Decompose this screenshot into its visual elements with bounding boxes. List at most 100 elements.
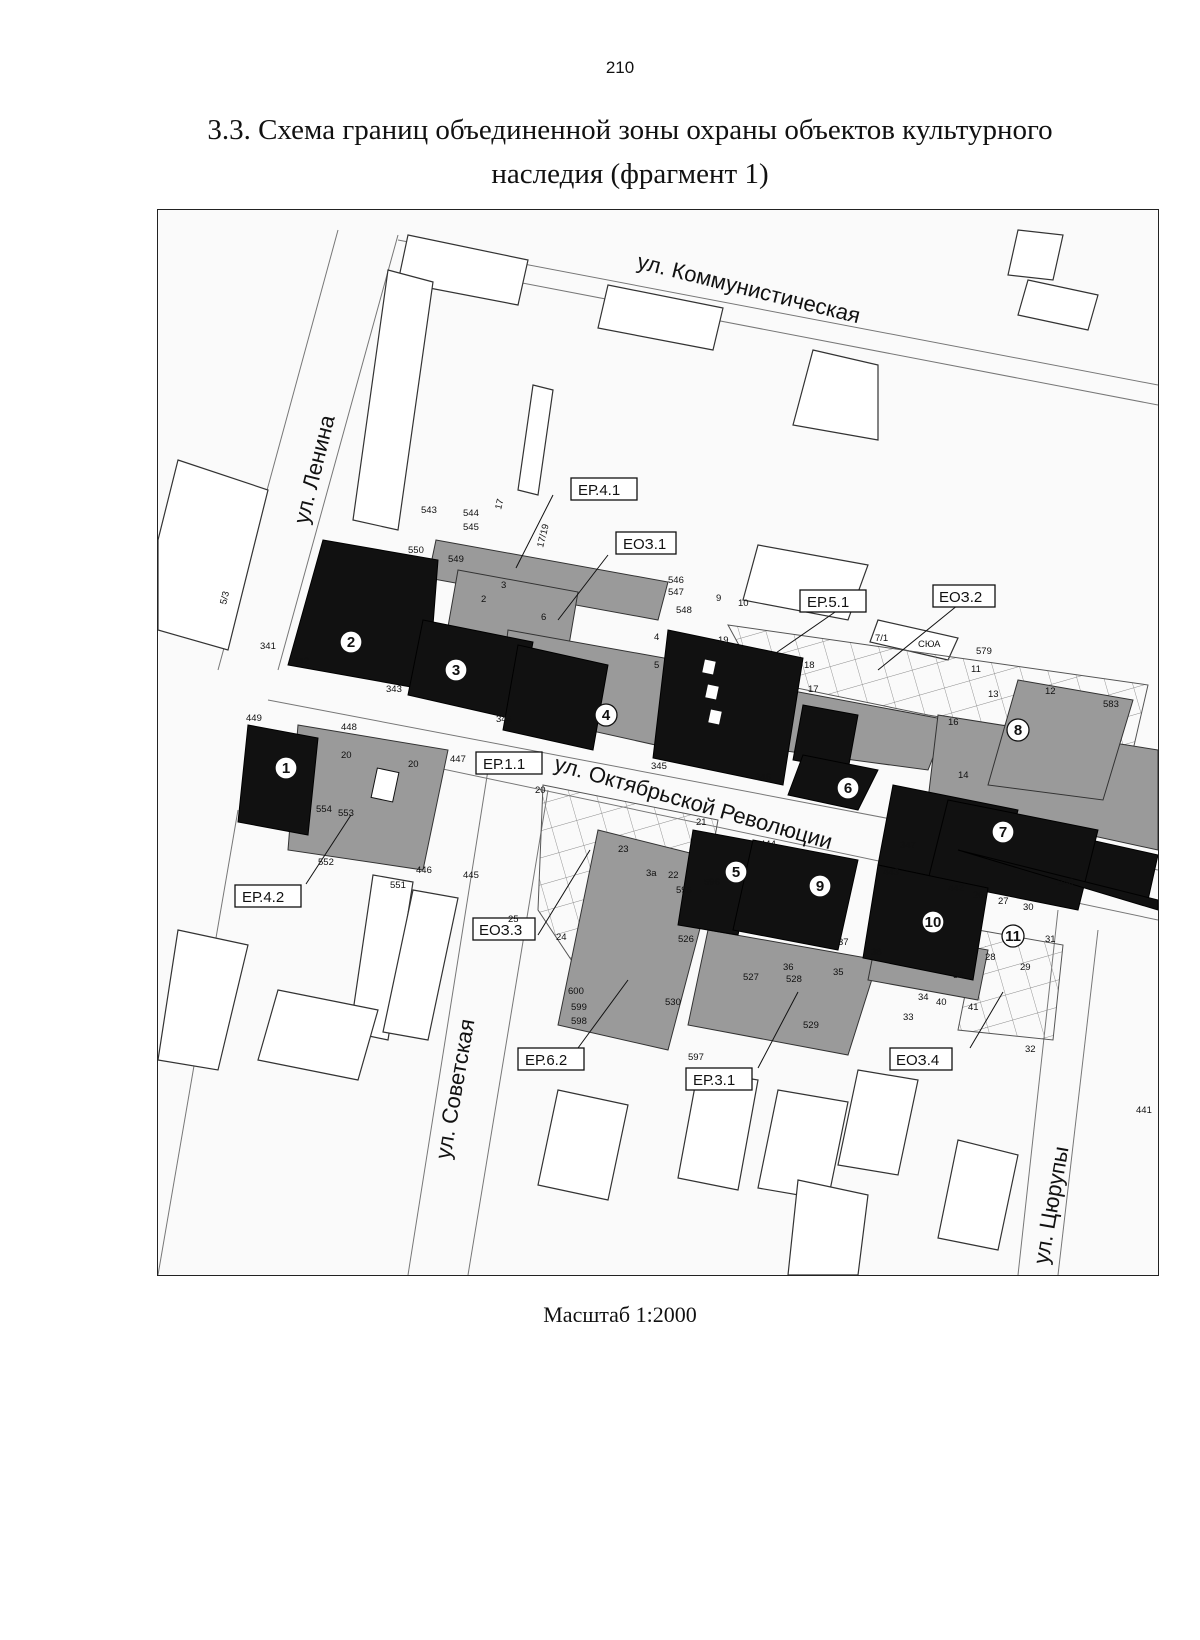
point-label: 596 bbox=[704, 877, 720, 888]
point-label: 19 bbox=[718, 635, 729, 646]
point-label: 38 bbox=[871, 947, 882, 958]
point-label: 12 bbox=[1045, 686, 1056, 697]
point-label: 583 bbox=[1103, 699, 1119, 710]
point-label: 530 bbox=[665, 997, 681, 1008]
building-cutouts bbox=[370, 658, 723, 803]
point-label: 30 bbox=[1023, 902, 1034, 913]
point-label: 552 bbox=[318, 857, 334, 868]
page-number: 210 bbox=[605, 58, 635, 77]
point-label: 549 bbox=[448, 554, 464, 565]
point-label: 597 bbox=[688, 1052, 704, 1063]
point-label: 545 bbox=[463, 522, 479, 533]
object-number: 7 bbox=[999, 824, 1007, 841]
object-number: 9 bbox=[816, 878, 824, 895]
title-line-1: 3.3. Схема границ объединенной зоны охра… bbox=[207, 114, 1053, 146]
object-number: 1 bbox=[282, 760, 290, 777]
point-label: СЮА bbox=[918, 639, 941, 650]
zone-label: ЕОЗ.3 bbox=[479, 922, 522, 939]
point-label: 25 bbox=[508, 914, 519, 925]
point-label: 31 bbox=[1045, 934, 1056, 945]
street-tsyurupy: ул. Цюрупы bbox=[1028, 1144, 1073, 1266]
point-label: 14 bbox=[958, 770, 969, 781]
point-label: 20 bbox=[535, 785, 546, 796]
point-label: 599 bbox=[571, 1002, 587, 1013]
point-label: 13 bbox=[988, 689, 999, 700]
object-number: 2 bbox=[347, 634, 355, 651]
point-label: 444 bbox=[760, 839, 776, 850]
object-numbers: 1 2 3 4 5 6 7 8 9 10 11 bbox=[282, 634, 1022, 945]
point-label: 342 bbox=[293, 656, 309, 667]
point-label: 546 bbox=[668, 575, 684, 586]
point-label: 443 bbox=[883, 867, 899, 878]
zone-map: ул. Коммунистическая ул. Ленина ул. Октя… bbox=[157, 209, 1159, 1276]
object-number: 4 bbox=[602, 707, 611, 724]
point-label: 34 bbox=[918, 992, 929, 1003]
heritage-buildings bbox=[237, 539, 1158, 981]
object-number: 11 bbox=[1005, 928, 1021, 945]
zone-label: ЕР.4.2 bbox=[242, 889, 284, 906]
point-label: 40 bbox=[936, 997, 947, 1008]
point-label: 10 bbox=[738, 598, 749, 609]
point-label: 6 bbox=[541, 612, 546, 623]
point-label: 547 bbox=[668, 587, 684, 598]
point-label: 21 bbox=[696, 817, 707, 828]
point-label: 345 bbox=[651, 761, 667, 772]
zone-label: ЕР.4.1 bbox=[578, 482, 620, 499]
point-label: 598 bbox=[571, 1016, 587, 1027]
zone-label: ЕОЗ.2 bbox=[939, 589, 982, 606]
point-label: 445 bbox=[463, 870, 479, 881]
point-label: 23 bbox=[618, 844, 629, 855]
point-label: 526 bbox=[678, 934, 694, 945]
point-label: 5/3 bbox=[218, 590, 232, 605]
title-line-2: наследия (фрагмент 1) bbox=[491, 158, 769, 190]
point-label: 551 bbox=[390, 880, 406, 891]
point-label: 2 bbox=[481, 594, 486, 605]
object-number: 10 bbox=[925, 914, 942, 931]
point-label: 39 bbox=[953, 970, 964, 981]
point-label: 17 bbox=[808, 684, 819, 695]
zone-label: ЕР.5.1 bbox=[807, 594, 849, 611]
point-label: 553 bbox=[338, 808, 354, 819]
point-label: 595 bbox=[676, 885, 692, 896]
point-label: 5 bbox=[654, 660, 659, 671]
zone-label: ЕР.3.1 bbox=[693, 1072, 735, 1089]
point-label: 343 bbox=[386, 684, 402, 695]
point-label: 341 bbox=[260, 641, 276, 652]
zone-label: ЕР.1.1 bbox=[483, 756, 525, 773]
street-lenina: ул. Ленина bbox=[289, 412, 340, 527]
point-label: 27 bbox=[998, 896, 1009, 907]
point-label: 543 bbox=[421, 505, 437, 516]
point-label: 18 bbox=[804, 660, 815, 671]
point-label: 17 bbox=[493, 498, 506, 511]
point-label: 20 bbox=[408, 759, 419, 770]
point-label: 348 bbox=[1058, 877, 1074, 888]
point-label: 24 bbox=[556, 932, 567, 943]
object-number: 8 bbox=[1014, 722, 1022, 739]
point-label: 33 bbox=[903, 1012, 914, 1023]
point-label: 17/19 bbox=[535, 523, 551, 549]
point-label: 11 bbox=[971, 664, 981, 675]
point-label: 449 bbox=[246, 713, 262, 724]
point-label: 544 bbox=[463, 508, 479, 519]
point-label: 37 bbox=[838, 937, 849, 948]
point-label: 32 bbox=[1025, 1044, 1036, 1055]
point-label: 446 bbox=[416, 865, 432, 876]
point-label: 529 bbox=[803, 1020, 819, 1031]
zone-label: ЕР.6.2 bbox=[525, 1052, 567, 1069]
point-label: 29 bbox=[1020, 962, 1031, 973]
point-label: 22 bbox=[668, 870, 679, 881]
point-label: 344 bbox=[496, 714, 512, 725]
boundary-points: 543 544 545 550 549 3 2 6 4 5 546 547 54… bbox=[218, 498, 1152, 1116]
point-label: 36 bbox=[783, 962, 794, 973]
zone-labels bbox=[305, 494, 1004, 1069]
point-label: 7/1 bbox=[875, 633, 888, 644]
point-label: 442 bbox=[948, 883, 964, 894]
object-markers bbox=[274, 630, 1030, 948]
map-canvas: ул. Коммунистическая ул. Ленина ул. Октя… bbox=[158, 229, 1158, 1275]
point-label: 41 bbox=[968, 1002, 979, 1013]
point-label: 9 bbox=[716, 593, 721, 604]
point-label: 35 bbox=[833, 967, 844, 978]
point-label: 347 bbox=[900, 840, 916, 851]
point-label: 528 bbox=[786, 974, 802, 985]
point-label: 4 bbox=[654, 632, 659, 643]
